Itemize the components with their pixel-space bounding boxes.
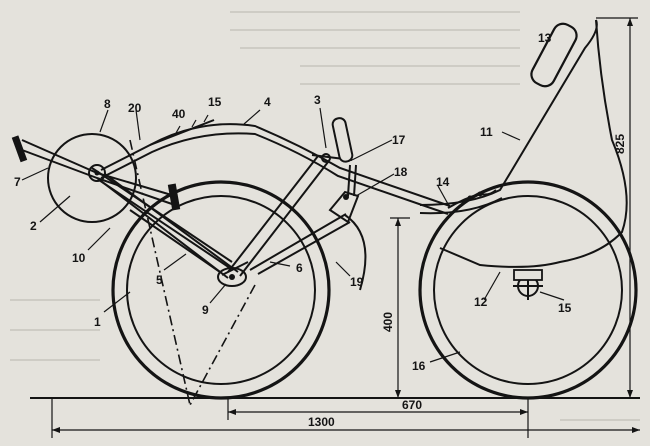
- chainwheel-disc: [47, 133, 137, 223]
- seat-support: [249, 164, 367, 291]
- dim-height-total: 825: [613, 134, 627, 154]
- label-part-8: 8: [104, 97, 111, 111]
- steering-axis-line: [189, 284, 256, 406]
- dim-rear-offset: 670: [402, 398, 422, 412]
- front-hub: [217, 261, 249, 287]
- front-fork: [96, 173, 239, 279]
- dimension-lines: [51, 17, 640, 438]
- label-part-4: 4: [264, 95, 271, 109]
- label-part-19: 19: [350, 275, 364, 289]
- label-part-11: 11: [480, 125, 493, 139]
- rear-hub: [513, 269, 543, 300]
- label-part-2: 2: [30, 219, 37, 233]
- label-part-10: 10: [72, 251, 86, 265]
- dim-wheelbase: 1300: [308, 415, 335, 429]
- label-part-6: 6: [296, 261, 303, 275]
- pedal-reference-line: [129, 139, 191, 406]
- label-part-15: 15: [558, 301, 572, 315]
- label-part-7: 7: [14, 175, 21, 189]
- label-part-5: 5: [156, 273, 163, 287]
- dim-height-front: 400: [381, 312, 395, 332]
- dimension-values: 40 15 1300 670 825 400: [172, 95, 627, 429]
- front-wheel: [111, 180, 331, 400]
- label-part-16: 16: [412, 359, 426, 373]
- dim-spacing-a: 40: [172, 107, 186, 121]
- label-part-14: 14: [436, 175, 450, 189]
- label-part-18: 18: [394, 165, 408, 179]
- label-part-17: 17: [392, 133, 406, 147]
- label-part-12: 12: [474, 295, 488, 309]
- label-part-3: 3: [314, 93, 321, 107]
- part-labels: 1 2 3 4 5 6 7 8 9 10 11 12 13 14 15 16 1…: [14, 31, 572, 373]
- seat-pad: [530, 22, 578, 88]
- rear-frame: [419, 19, 628, 268]
- label-part-9: 9: [202, 303, 209, 317]
- steering-column: [227, 155, 329, 277]
- background-texture: [10, 11, 640, 421]
- handlebar: [311, 117, 354, 163]
- dim-spacing-b: 15: [208, 95, 222, 109]
- label-part-13: 13: [538, 31, 552, 45]
- leader-lines: [21, 107, 565, 363]
- label-part-1: 1: [94, 315, 101, 329]
- label-part-20: 20: [128, 101, 142, 115]
